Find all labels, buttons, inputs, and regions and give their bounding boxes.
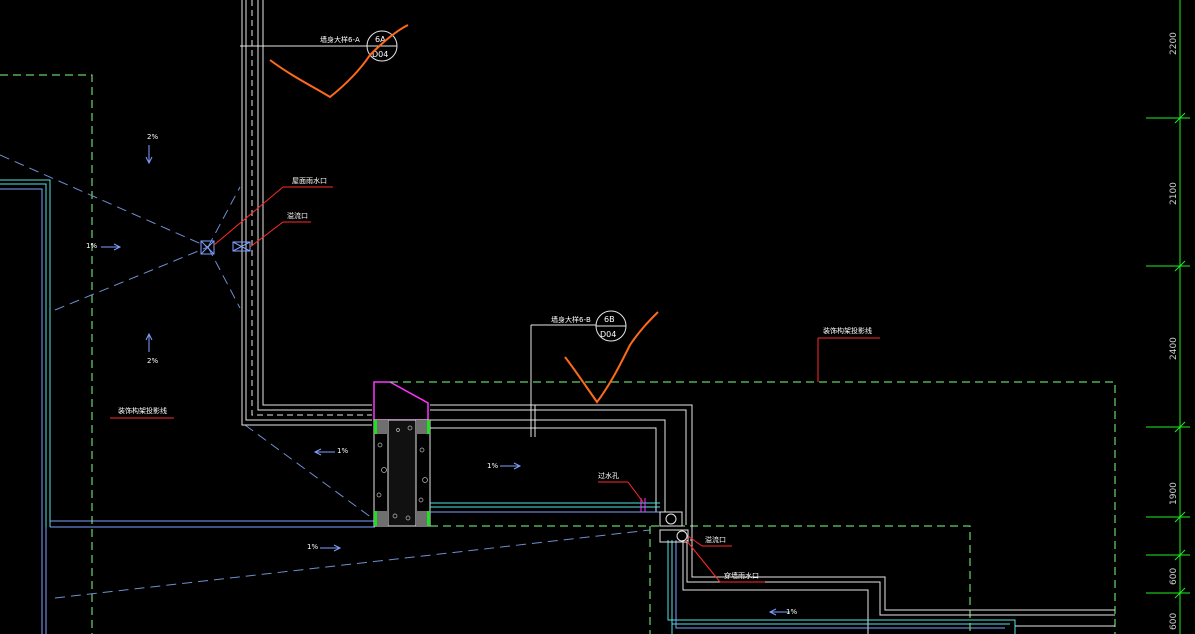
dim-text-5: 600: [1169, 568, 1179, 585]
roof-drain-label[interactable]: 屋面雨水口: [213, 176, 333, 246]
main-wall: [241, 0, 372, 426]
dim-text-3: 2400: [1169, 337, 1179, 360]
lower-pipe-route: [430, 502, 1016, 634]
side-drain-text: 穿墙雨水口: [724, 571, 759, 580]
orange-sketch-b: [564, 311, 659, 404]
main-wall-dashed: [251, 0, 372, 416]
right-upper-dashed-outline: [390, 381, 1116, 634]
callout-6b[interactable]: 墙身大样6-B 6B D04: [530, 310, 627, 405]
slope-arrows: [101, 145, 790, 616]
callout-b-top-text: 6B: [604, 315, 615, 324]
slope-text-6: 1%: [307, 543, 318, 551]
callout-a-top-text: 6A: [375, 35, 386, 44]
slope-text-1: 2%: [147, 133, 158, 141]
callout-6a[interactable]: 墙身大样6-A 6A D04: [240, 30, 398, 62]
roof-drain-text: 屋面雨水口: [292, 176, 327, 185]
outline-label-2[interactable]: 装饰构架投影线: [817, 326, 880, 382]
dim-text-6: 600: [1169, 613, 1179, 630]
callout-a-bottom-text: D04: [372, 50, 388, 59]
slope-texts: 2% 1% 2% 1% 1% 1% 1%: [86, 133, 797, 616]
overflow-label-1[interactable]: 溢流口: [249, 211, 311, 248]
right-drain-symbols: [530, 405, 689, 543]
roof-slope-lines: [0, 154, 651, 599]
dim-text-4: 1900: [1169, 482, 1179, 505]
callout-a-leader-text: 墙身大样6-A: [320, 35, 360, 44]
left-wall-outline: [0, 179, 375, 634]
slope-text-2: 1%: [86, 242, 97, 250]
through-hole-text: 过水孔: [598, 471, 619, 480]
overflow-1-text: 溢流口: [287, 211, 308, 220]
parapet-section: [373, 381, 431, 527]
dim-text-2: 2100: [1169, 182, 1179, 205]
through-hole-label[interactable]: 过水孔: [598, 471, 644, 503]
dim-text-1: 2200: [1169, 32, 1179, 55]
left-dashed-outline: [0, 74, 93, 634]
slope-text-5: 1%: [487, 462, 498, 470]
orange-sketch-a: [269, 24, 409, 99]
outline-label-1[interactable]: 装饰构架投影线: [110, 406, 174, 419]
side-drain-label[interactable]: 穿墙雨水口: [685, 539, 765, 583]
right-walls: [430, 404, 1115, 634]
dimension-texts: 2200 2100 2400 1900 600 600: [1169, 32, 1179, 630]
slope-text-3: 2%: [147, 357, 158, 365]
slope-text-4: 1%: [337, 447, 348, 455]
overflow-2-text: 溢流口: [705, 535, 726, 544]
outline-2-text: 装饰构架投影线: [823, 326, 872, 335]
outline-1-text: 装饰构架投影线: [118, 406, 167, 415]
callout-b-bottom-text: D04: [600, 330, 616, 339]
callout-b-leader-text: 墙身大样6-B: [551, 315, 591, 324]
overflow-label-2[interactable]: 溢流口: [687, 535, 732, 547]
dimension-bar: [1146, 0, 1190, 634]
slope-text-7: 1%: [786, 608, 797, 616]
